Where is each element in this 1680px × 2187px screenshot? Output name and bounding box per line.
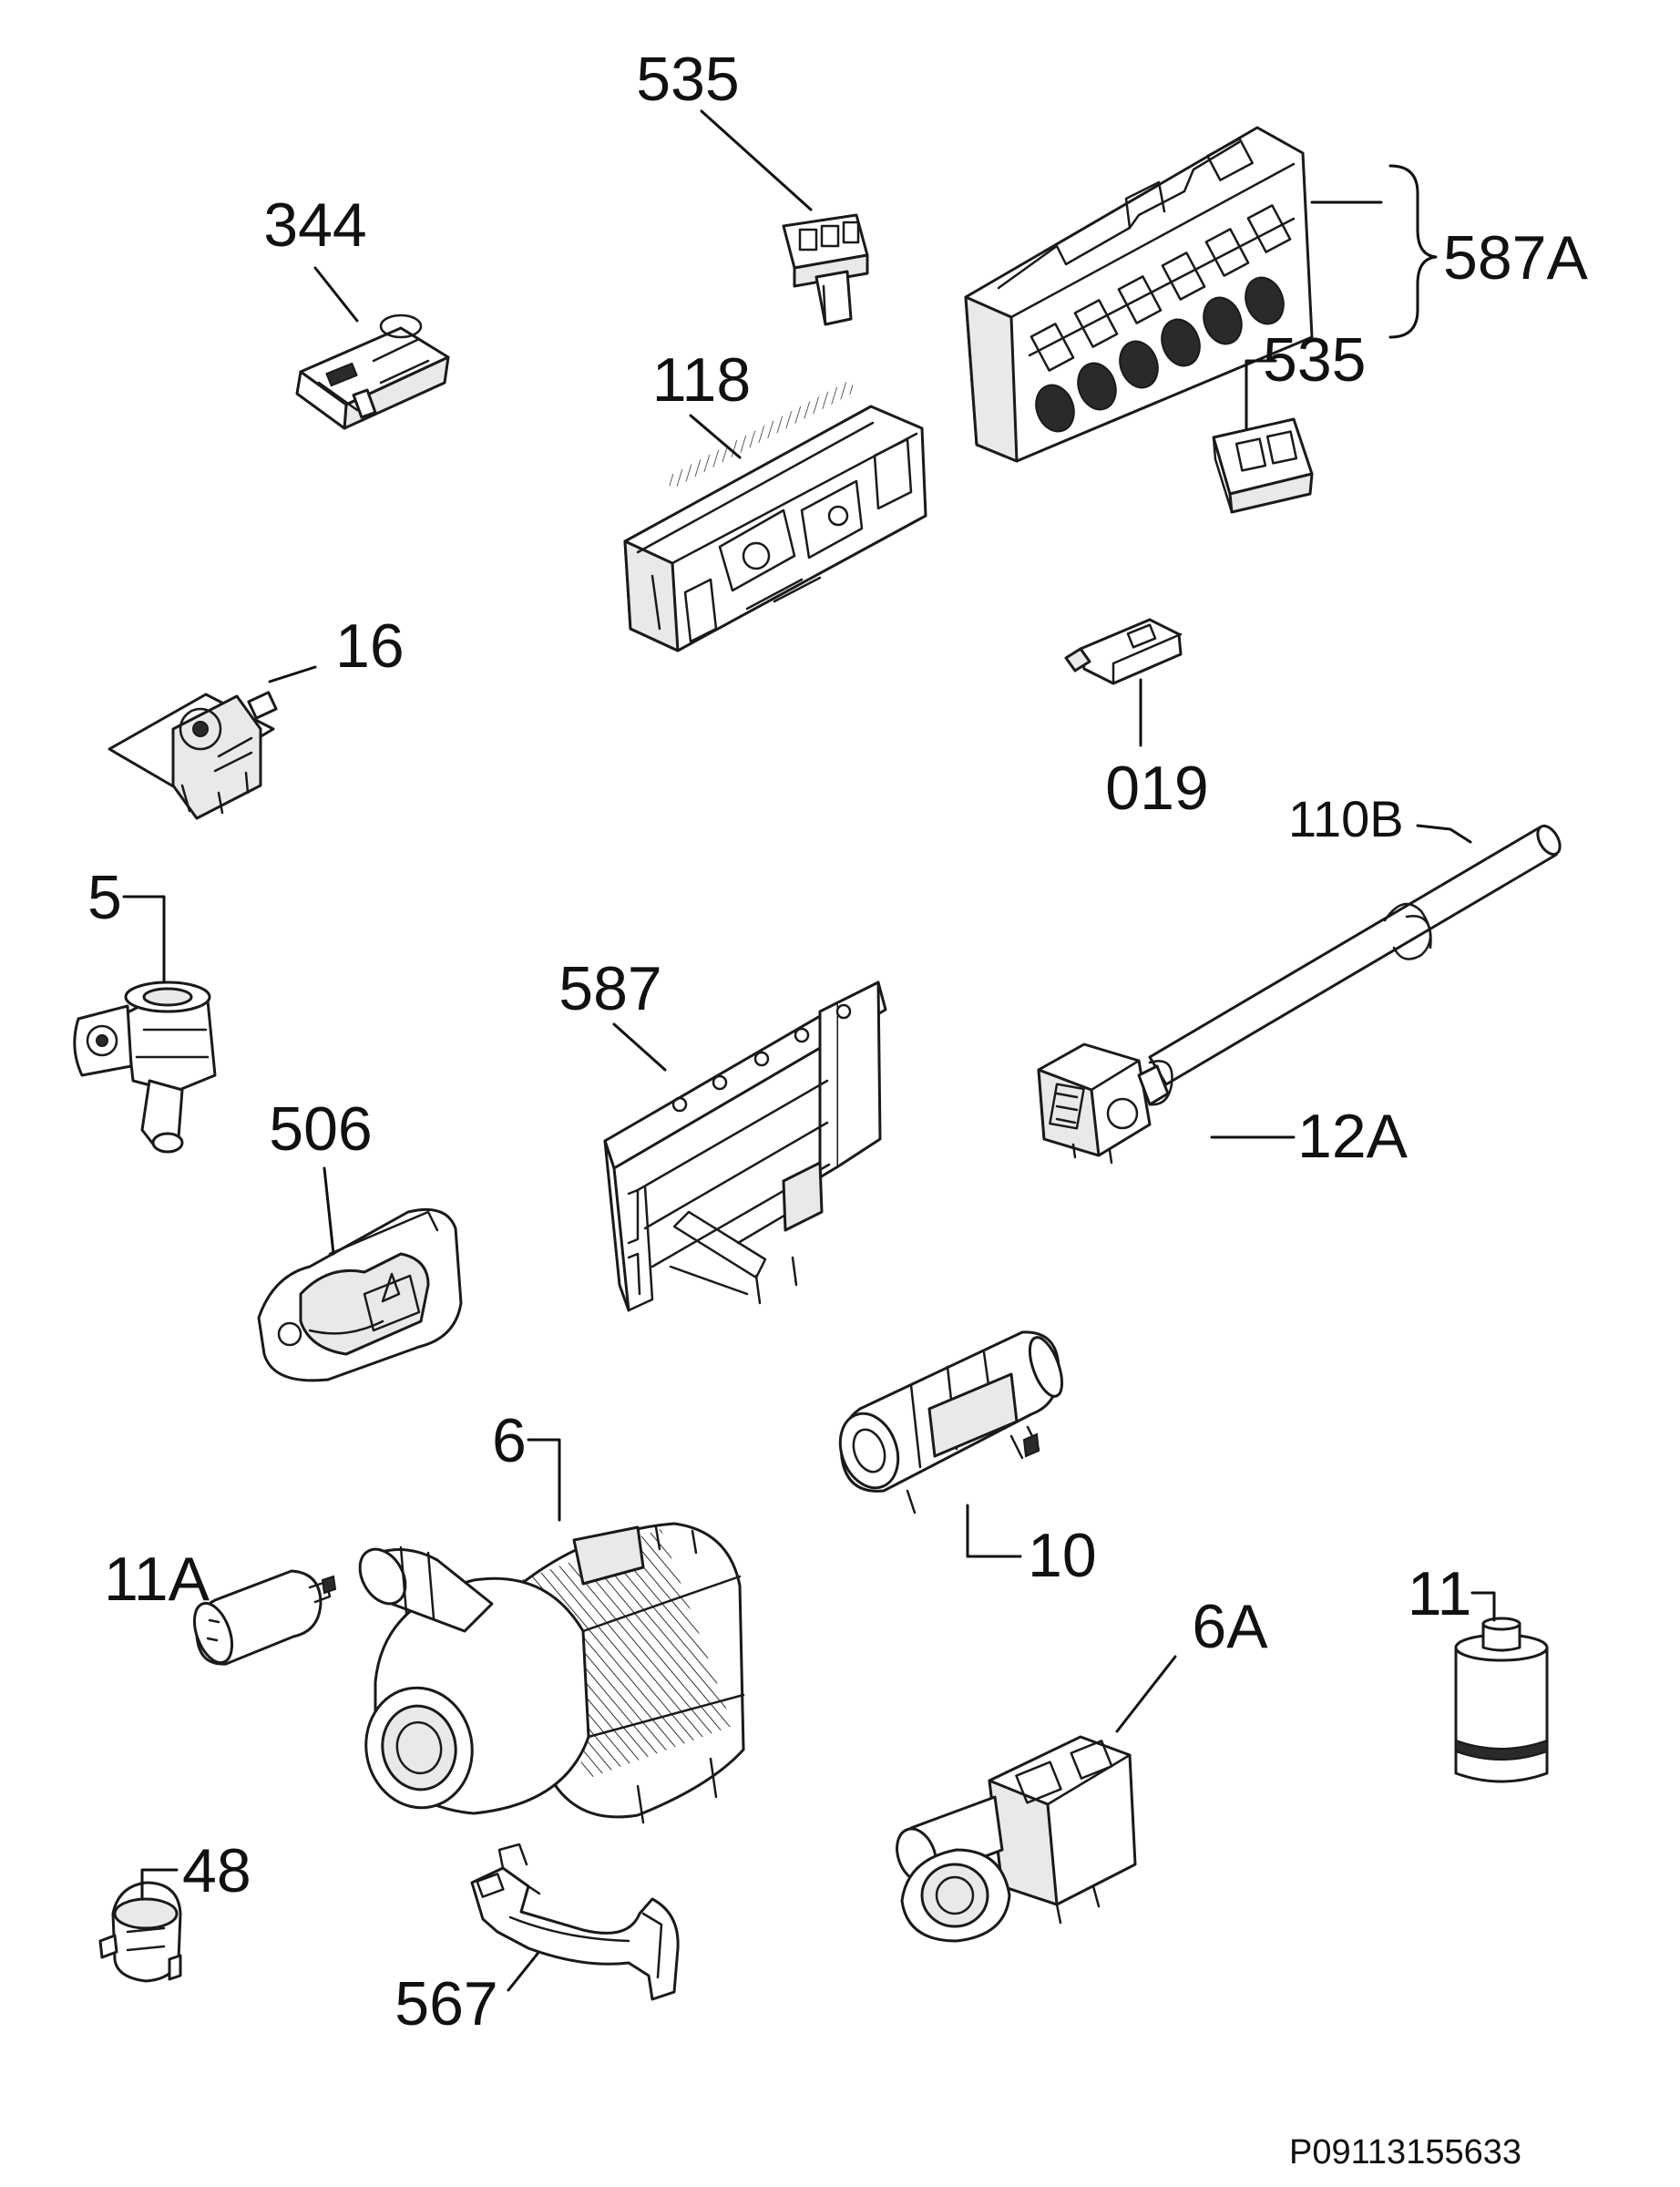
part-11A-capacitor[interactable] [187,1569,337,1668]
callout-12A: 12A [1297,1102,1409,1171]
leader-6 [527,1438,561,1522]
leader-110B [1416,824,1472,844]
callout-567: 567 [394,1969,497,2038]
leader-587 [612,1022,667,1072]
callout-11: 11 [1408,1559,1472,1628]
callout-344: 344 [263,190,366,260]
part-5-inlet-valve[interactable] [73,981,217,1154]
callout-48: 48 [182,1836,251,1905]
callout-6: 6 [492,1406,527,1475]
leader-6A [1115,1655,1177,1733]
part-12A-pressure-switch[interactable] [1037,1042,1173,1165]
part-344-switch[interactable] [295,313,450,430]
part-16-valve[interactable] [108,691,278,820]
callout-5: 5 [87,863,122,932]
leader-118 [689,414,742,459]
callout-587A: 587A [1443,223,1588,293]
leader-535-right [1245,359,1277,430]
part-110B-hose[interactable] [1148,822,1564,1086]
callout-110B: 110B [1288,790,1404,847]
callout-506: 506 [269,1094,372,1164]
brace-587A [1388,164,1438,339]
callout-118: 118 [652,345,751,415]
leader-10 [966,1504,1022,1558]
part-587-frame[interactable] [603,981,887,1312]
callout-535-right: 535 [1263,325,1366,395]
leader-16 [268,665,317,683]
callout-535-top: 535 [636,45,739,114]
part-019-clip[interactable] [1064,618,1183,685]
callout-019: 019 [1105,754,1208,823]
part-506-dispenser-lid[interactable] [257,1207,463,1382]
part-48-plug[interactable] [98,1881,182,1983]
part-535-connector-right[interactable] [1212,417,1314,514]
leader-5 [122,895,166,984]
leader-48 [140,1868,179,1899]
leader-535-top [700,109,813,211]
part-10-heater[interactable] [830,1330,1068,1514]
leader-11 [1470,1591,1496,1622]
callout-16: 16 [335,611,405,681]
part-587A-electronic-module[interactable] [964,126,1314,463]
callout-587: 587 [558,954,661,1023]
part-6-circulation-pump[interactable] [351,1522,745,1824]
part-11-capacitor[interactable] [1454,1617,1549,1783]
leader-567 [507,1952,539,1992]
part-6A-drain-pump[interactable] [890,1735,1137,1943]
callout-11A: 11A [104,1545,210,1614]
part-535-connector-top[interactable] [782,213,869,326]
callout-10: 10 [1028,1521,1097,1590]
part-118-control-board[interactable] [623,379,927,652]
leader-506 [323,1166,335,1256]
part-567-clamp[interactable] [470,1843,680,2001]
leader-344 [313,266,359,323]
reference-code: P09113155633 [1289,2133,1521,2172]
callout-6A: 6A [1192,1592,1268,1661]
